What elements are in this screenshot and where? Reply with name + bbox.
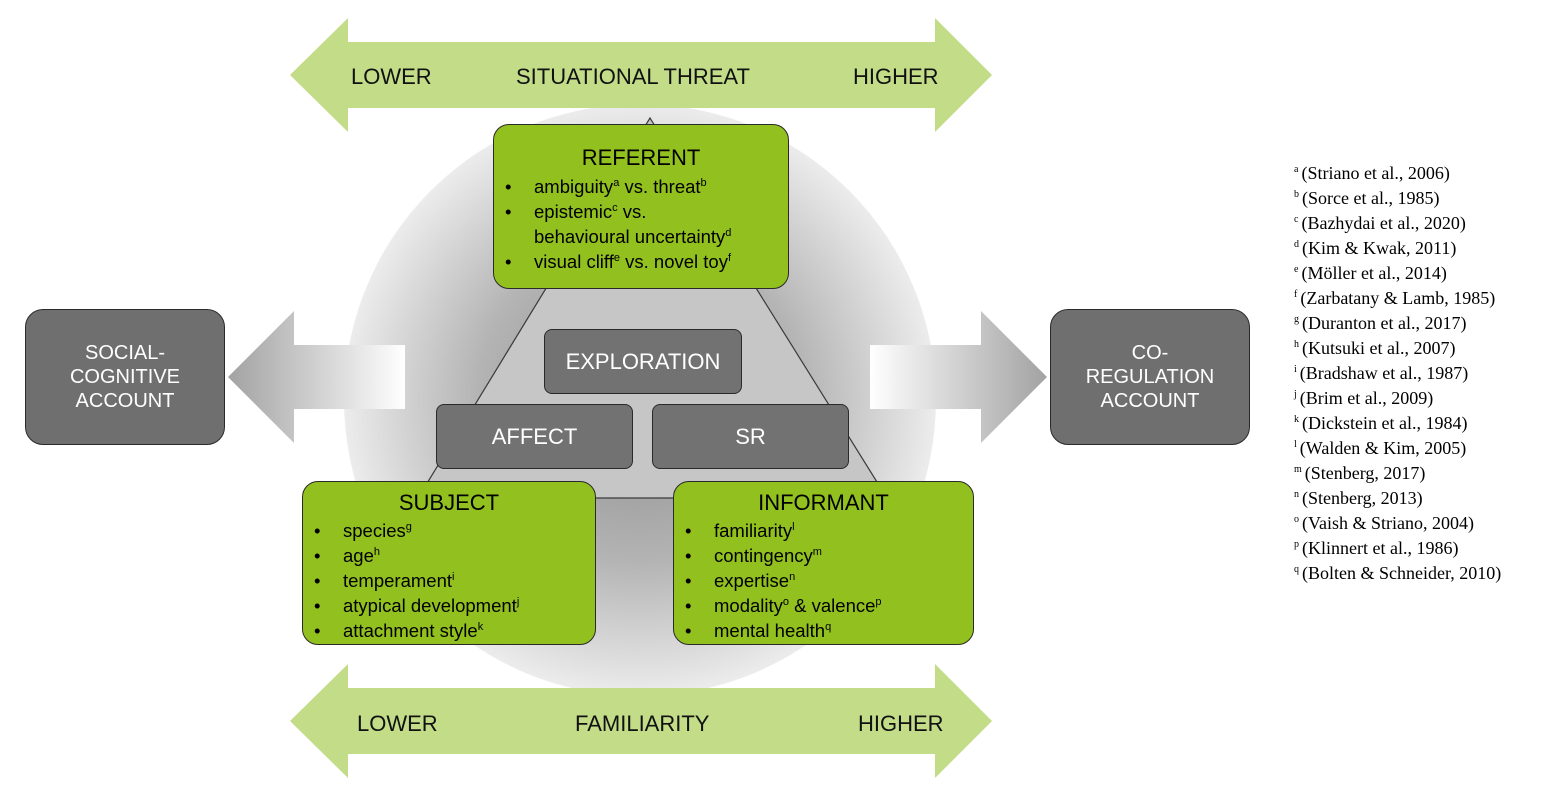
reference-item: l(Walden & Kim, 2005) xyxy=(1294,438,1467,458)
reference-item: j(Brim et al., 2009) xyxy=(1294,388,1434,408)
bottom-arrow-center-label: FAMILIARITY xyxy=(575,711,710,736)
reference-item: c(Bazhydai et al., 2020) xyxy=(1294,213,1466,233)
top-arrow-lower-label: LOWER xyxy=(351,64,432,89)
reference-item: q(Bolten & Schneider, 2010) xyxy=(1294,563,1502,583)
references-list: a(Striano et al., 2006) b(Sorce et al., 1… xyxy=(1294,161,1501,586)
list-item: visual cliffe vs. novel toyf xyxy=(494,249,788,274)
right-gray-arrow xyxy=(870,311,1047,443)
informant-list: familiarityl contingencym expertisen mod… xyxy=(674,518,973,643)
familiarity-arrow xyxy=(290,664,992,778)
situational-threat-arrow xyxy=(290,18,992,132)
referent-box: REFERENT ambiguitya vs. threatb epistemi… xyxy=(493,124,789,289)
reference-item: b(Sorce et al., 1985) xyxy=(1294,188,1440,208)
reference-item: d(Kim & Kwak, 2011) xyxy=(1294,238,1457,258)
social-cognitive-account-box: SOCIAL- COGNITIVE ACCOUNT xyxy=(25,309,225,445)
list-item: speciesg xyxy=(303,518,595,543)
account-line: ACCOUNT xyxy=(75,390,175,412)
bottom-arrow-lower-label: LOWER xyxy=(357,711,438,736)
subject-box: SUBJECT speciesg ageh temperamenti atypi… xyxy=(302,481,596,645)
list-item: atypical developmentj xyxy=(303,593,595,618)
list-item: expertisen xyxy=(674,568,973,593)
account-line: SOCIAL- xyxy=(84,342,166,364)
list-item: temperamenti xyxy=(303,568,595,593)
reference-item: k(Dickstein et al., 1984) xyxy=(1294,413,1468,433)
reference-item: o(Vaish & Striano, 2004) xyxy=(1294,513,1474,533)
referent-title: REFERENT xyxy=(581,145,701,170)
account-line: REGULATION xyxy=(1085,366,1215,388)
informant-box: INFORMANT familiarityl contingencym expe… xyxy=(673,481,974,645)
top-arrow-center-label: SITUATIONAL THREAT xyxy=(516,64,750,89)
central-triangle xyxy=(416,116,889,499)
list-item: mental healthq xyxy=(674,618,973,643)
affect-box: AFFECT xyxy=(436,404,633,469)
exploration-box: EXPLORATION xyxy=(544,329,742,394)
co-regulation-account-box: CO- REGULATION ACCOUNT xyxy=(1050,309,1250,445)
list-item: contingencym xyxy=(674,543,973,568)
reference-item: i(Bradshaw et al., 1987) xyxy=(1294,363,1469,383)
list-item: ageh xyxy=(303,543,595,568)
reference-item: n(Stenberg, 2013) xyxy=(1294,488,1423,508)
account-line: ACCOUNT xyxy=(1100,390,1200,412)
list-item: ambiguitya vs. threatb xyxy=(494,174,788,199)
list-item: familiarityl xyxy=(674,518,973,543)
reference-item: a(Striano et al., 2006) xyxy=(1294,163,1450,183)
sr-box: SR xyxy=(652,404,849,469)
reference-item: m(Stenberg, 2017) xyxy=(1294,463,1426,483)
reference-item: h(Kutsuki et al., 2007) xyxy=(1294,338,1456,358)
account-line: COGNITIVE xyxy=(69,366,180,388)
subject-title: SUBJECT xyxy=(398,490,500,515)
left-gray-arrow xyxy=(228,311,405,443)
reference-item: p(Klinnert et al., 1986) xyxy=(1294,538,1459,558)
list-item: modalityo & valencep xyxy=(674,593,973,618)
list-item: epistemicc vs.behavioural uncertaintyd xyxy=(494,199,788,249)
reference-item: e(Möller et al., 2014) xyxy=(1294,263,1447,283)
reference-item: g(Duranton et al., 2017) xyxy=(1294,313,1467,333)
referent-list: ambiguitya vs. threatb epistemicc vs.beh… xyxy=(494,174,788,274)
reference-item: f(Zarbatany & Lamb, 1985) xyxy=(1294,288,1496,308)
top-arrow-higher-label: HIGHER xyxy=(853,64,939,89)
bottom-arrow-higher-label: HIGHER xyxy=(858,711,944,736)
informant-title: INFORMANT xyxy=(758,490,889,515)
list-item: attachment stylek xyxy=(303,618,595,643)
subject-list: speciesg ageh temperamenti atypical deve… xyxy=(303,518,595,643)
account-line: CO- xyxy=(1131,342,1169,364)
